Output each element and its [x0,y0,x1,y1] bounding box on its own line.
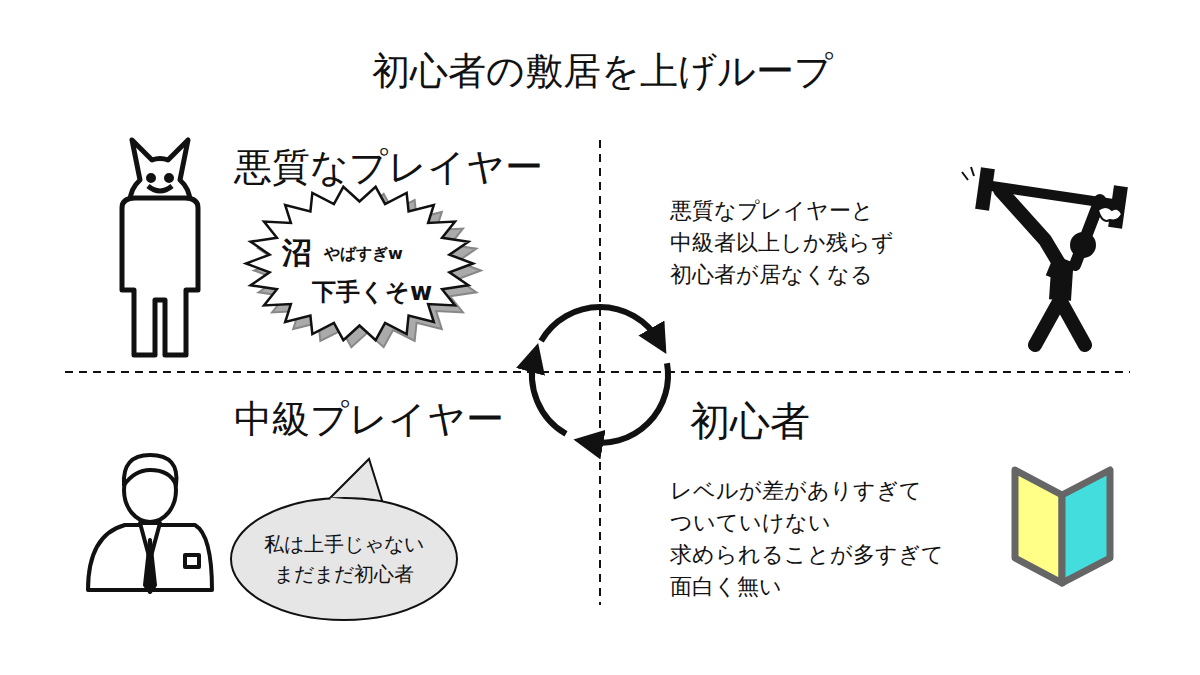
group-heading: 初心者 [688,392,812,450]
group-heading: 中級プレイヤー [232,392,506,447]
bubble-text: 沼 [282,230,312,275]
diagram-title: 初心者の敷居を上げループ [0,44,1200,99]
bubble-text: 私は上手じゃない まだまだ初心者 [258,529,430,589]
devil-icon [122,140,198,355]
note-text: レベルが差がありすぎて ついていけない 求められることが多すぎて 面白く無い [668,475,972,603]
weightlifter-icon [962,167,1128,345]
businessman-icon [88,455,212,592]
divider-line [65,371,1130,373]
beginner-mark [1015,470,1110,583]
note-text: 悪質なプレイヤーと 中級者以上しか残らず 初心者が居なくなる [668,195,922,291]
cycle-arrows [532,307,668,443]
speech-bubble: 私は上手じゃない まだまだ初心者 [228,455,460,623]
bubble-text: 下手くそw [312,274,432,310]
spiky-bubble-outline [240,180,495,355]
group-heading: 悪質なプレイヤー [232,140,545,195]
bubble-text: やばすぎw [324,242,403,266]
spiky-speech-bubble: 沼やばすぎw 下手くそw [240,180,495,355]
